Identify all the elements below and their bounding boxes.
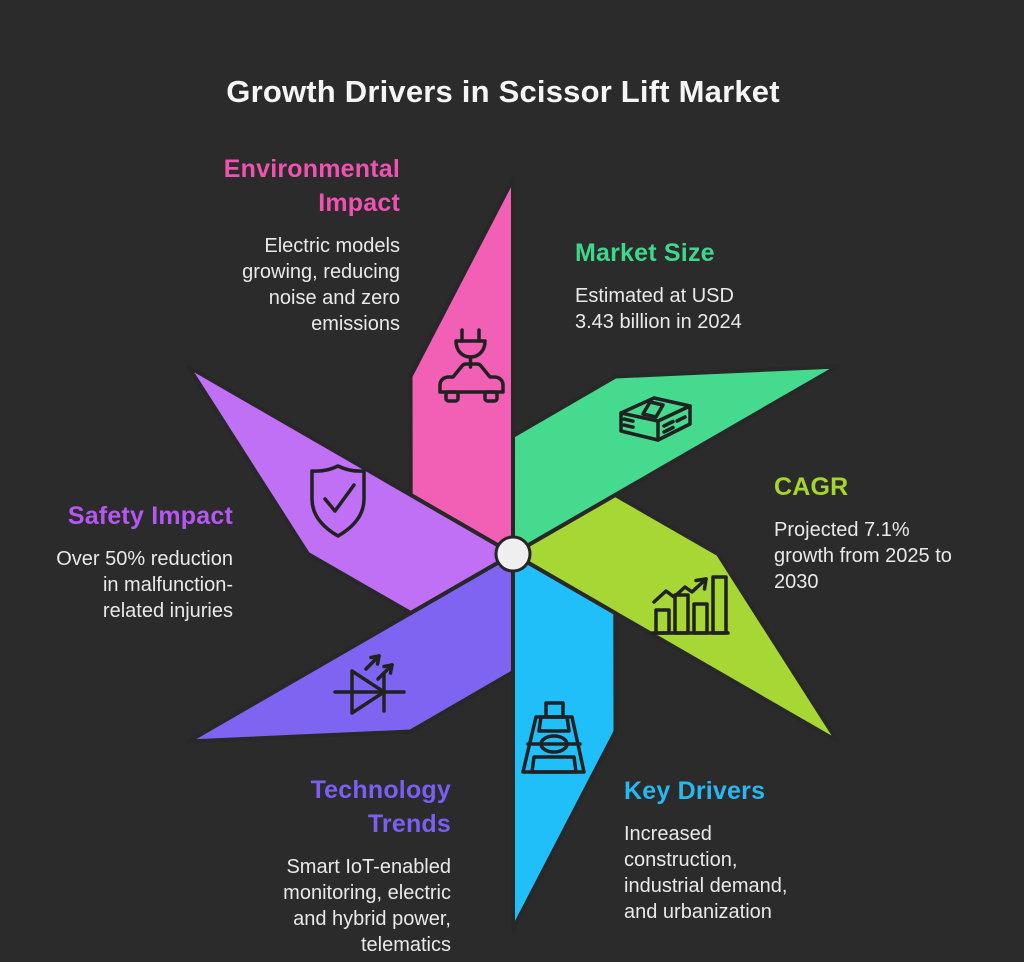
field-plan-icon bbox=[521, 701, 586, 774]
section-body: Over 50% reduction in malfunction- relat… bbox=[56, 548, 233, 622]
section-market-size: Market Size Estimated at USD 3.43 billio… bbox=[575, 236, 825, 335]
section-heading: Market Size bbox=[575, 239, 715, 267]
section-body: Projected 7.1% growth from 2025 to 2030 bbox=[774, 519, 952, 593]
pinwheel-hub bbox=[494, 535, 532, 573]
section-cagr: CAGR Projected 7.1% growth from 2025 to … bbox=[774, 470, 1014, 595]
blade-key-drivers bbox=[511, 552, 618, 931]
section-body: Estimated at USD 3.43 billion in 2024 bbox=[575, 285, 742, 333]
page-title: Growth Drivers in Scissor Lift Market bbox=[226, 74, 780, 109]
section-heading: Safety Impact bbox=[67, 502, 233, 530]
section-technology-trends: Technology Trends Smart IoT-enabled moni… bbox=[151, 773, 451, 958]
section-heading: Technology Trends bbox=[310, 776, 451, 838]
section-environmental-impact: Environmental Impact Electric models gro… bbox=[80, 152, 400, 337]
growth-chart-icon bbox=[650, 575, 730, 635]
money-stack-icon bbox=[619, 396, 692, 442]
shield-check-icon bbox=[310, 464, 366, 538]
section-heading: Key Drivers bbox=[624, 777, 766, 805]
section-body: Smart IoT-enabled monitoring, electric a… bbox=[283, 856, 451, 956]
section-body: Increased construction, industrial deman… bbox=[624, 823, 788, 923]
section-body: Electric models growing, reducing noise … bbox=[242, 235, 400, 335]
section-heading: Environmental Impact bbox=[223, 155, 400, 217]
electric-car-icon bbox=[438, 328, 505, 403]
section-heading: CAGR bbox=[774, 473, 849, 501]
diode-icon bbox=[333, 654, 406, 715]
section-key-drivers: Key Drivers Increased construction, indu… bbox=[624, 774, 894, 925]
section-safety-impact: Safety Impact Over 50% reduction in malf… bbox=[0, 499, 233, 624]
pinwheel-blades bbox=[186, 177, 840, 931]
